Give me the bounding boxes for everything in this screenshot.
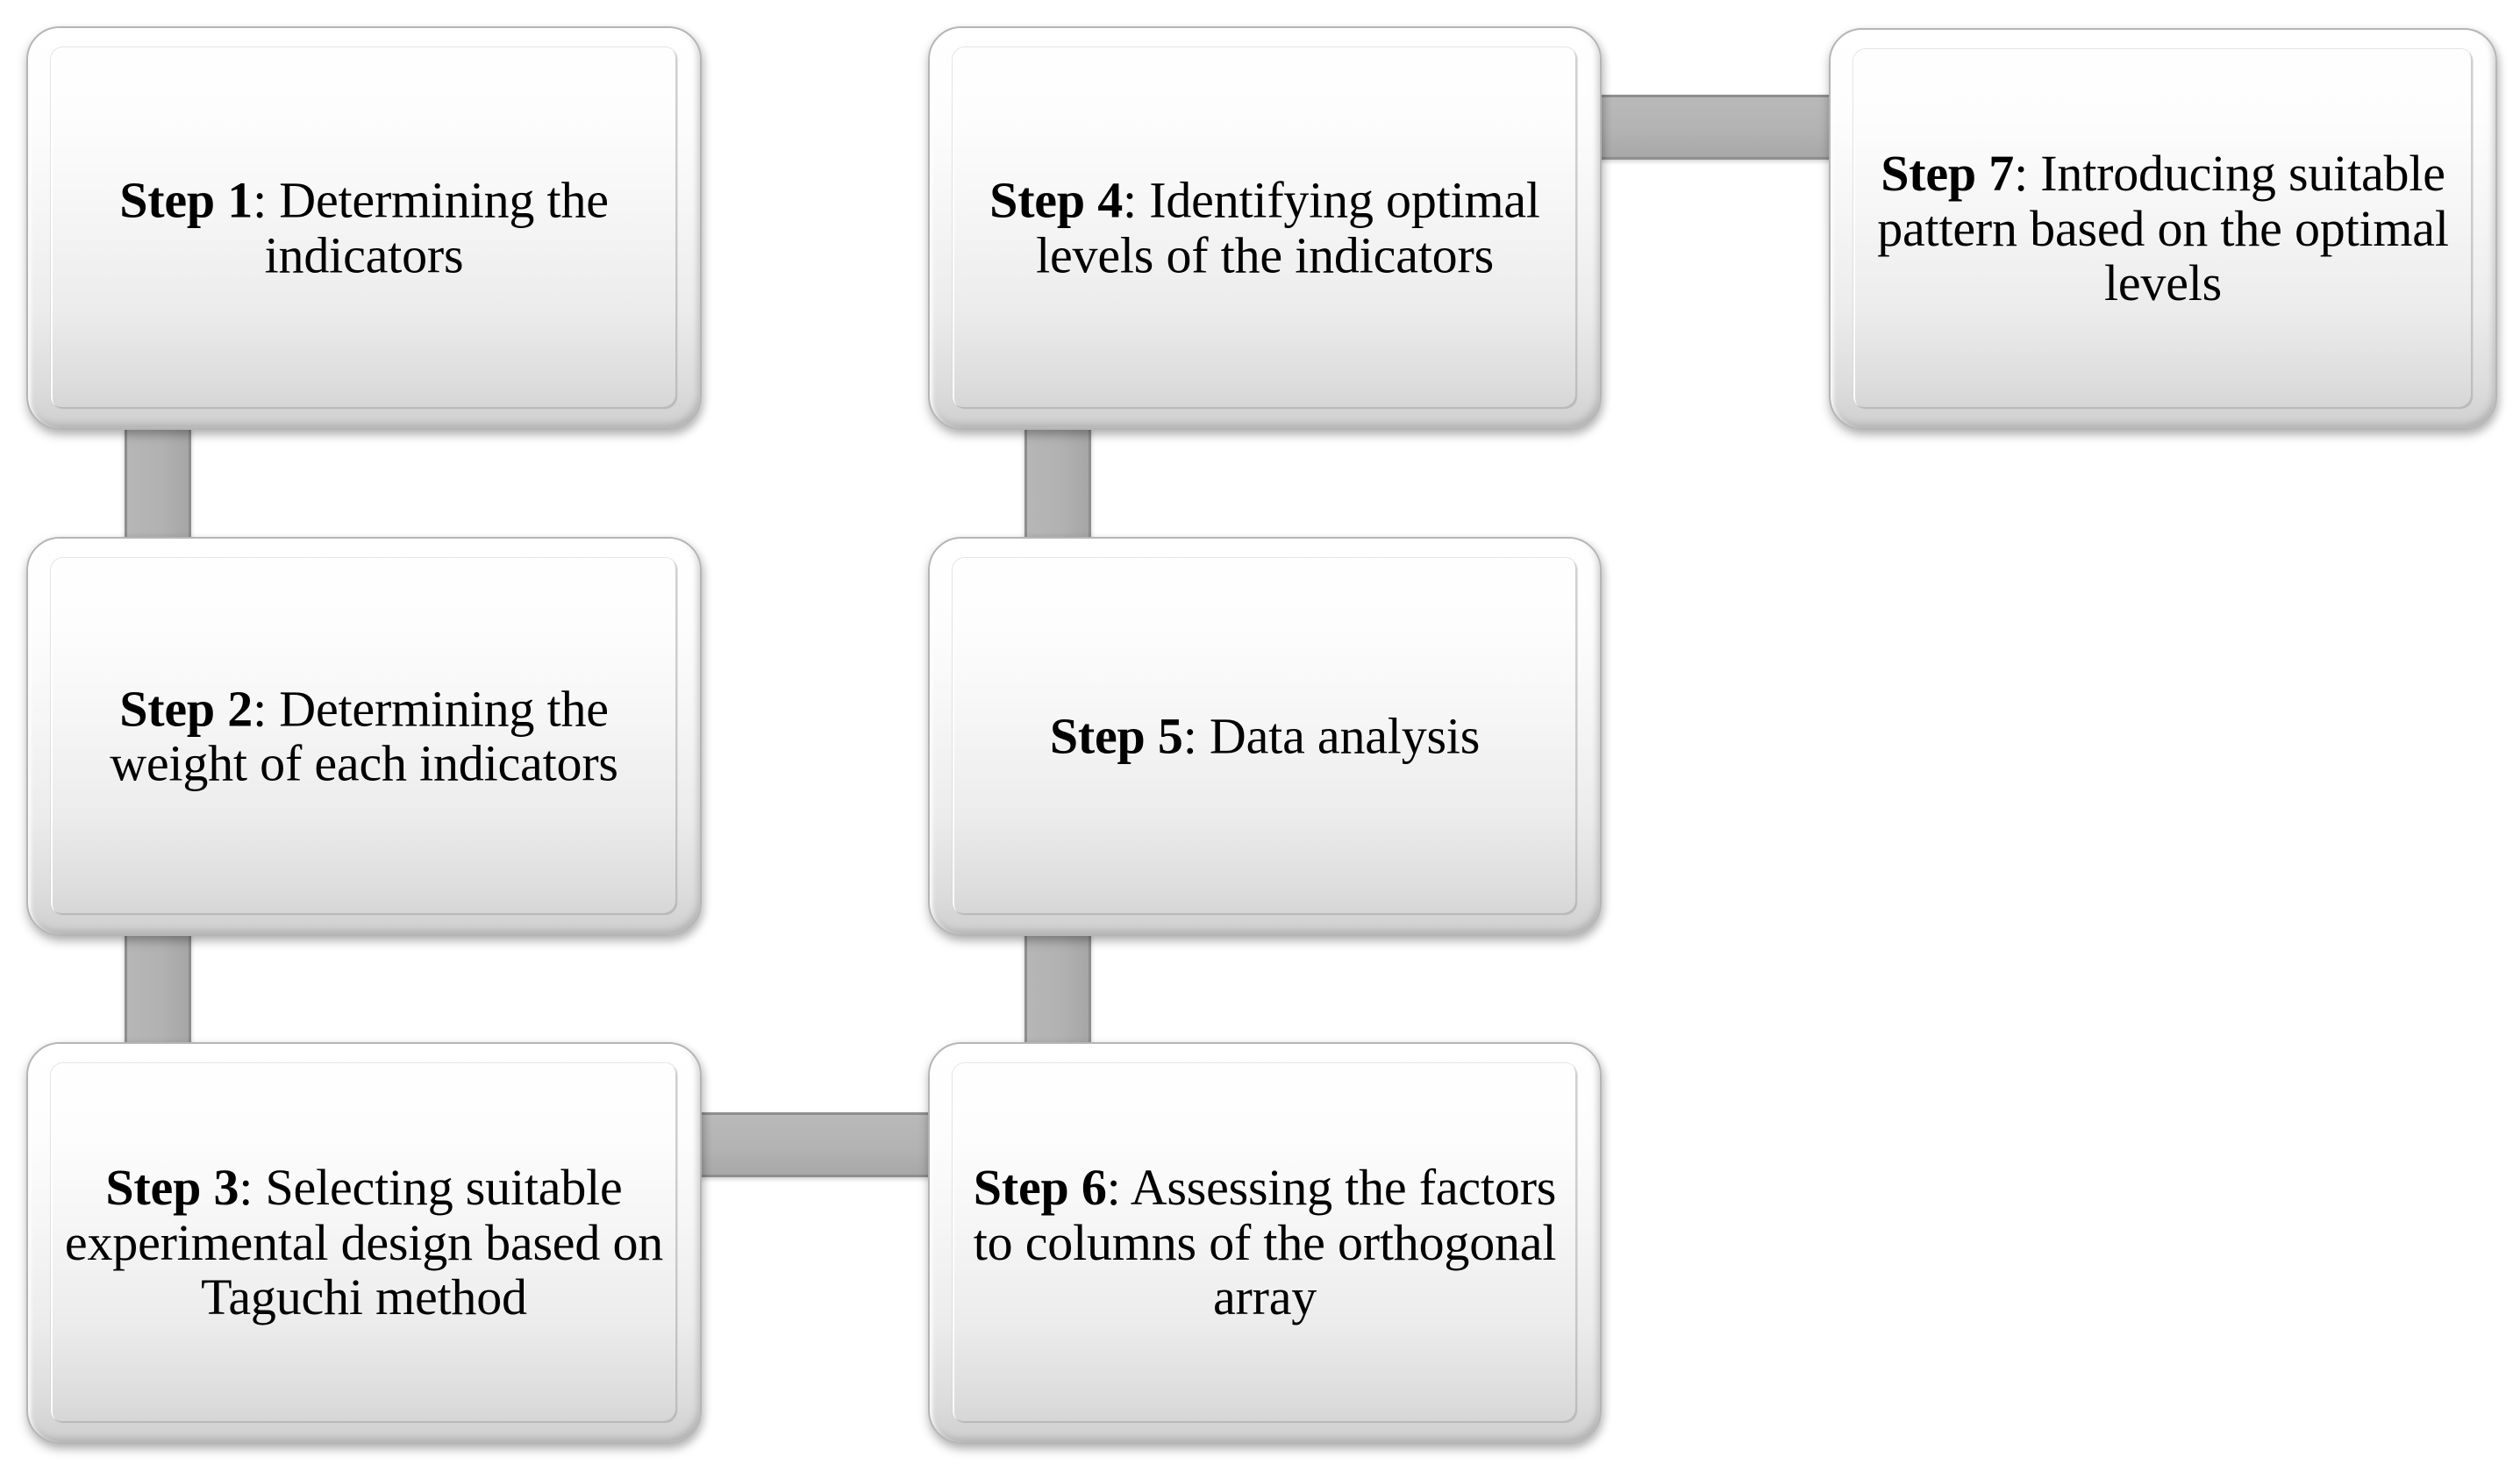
step-4-label: Step 4: Identifying optimal levels of th…	[965, 173, 1565, 282]
step-box-3[interactable]: Step 3: Selecting suitable experimental …	[26, 1042, 702, 1444]
step-3-label: Step 3: Selecting suitable experimental …	[63, 1159, 665, 1326]
step-box-6[interactable]: Step 6: Assessing the factors to columns…	[928, 1042, 1602, 1444]
step-6-text: Assessing the factors to columns of the …	[973, 1159, 1557, 1326]
step-2-label: Step 2: Determining the weight of each i…	[63, 679, 665, 792]
step-3-key: Step 3	[105, 1159, 239, 1217]
step-1-text: Determining the indicators	[264, 171, 609, 283]
connector-step2-step3	[125, 933, 191, 1046]
step-6-label: Step 6: Assessing the factors to columns…	[965, 1159, 1565, 1326]
step-box-7[interactable]: Step 7: Introducing suitable pattern bas…	[1829, 28, 2497, 430]
step-1-label: Step 1: Determining the indicators	[63, 173, 665, 282]
step-6-separator: :	[1106, 1159, 1131, 1217]
step-2-key: Step 2	[119, 679, 253, 737]
step-box-5[interactable]: Step 5: Data analysis	[928, 537, 1602, 936]
step-5-text: Data analysis	[1209, 707, 1481, 765]
step-7-text: Introducing suitable pattern based on th…	[1877, 145, 2449, 312]
connector-step5-step6	[1024, 933, 1091, 1046]
step-5-separator: :	[1182, 707, 1210, 765]
step-4-text: Identifying optimal levels of the indica…	[1036, 171, 1540, 283]
step-3-separator: :	[239, 1159, 266, 1217]
step-4-key: Step 4	[989, 171, 1124, 229]
connector-step3-step6	[693, 1112, 939, 1177]
connector-step4-step7	[1593, 95, 1840, 160]
step-4-separator: :	[1123, 171, 1150, 229]
step-box-4[interactable]: Step 4: Identifying optimal levels of th…	[928, 26, 1602, 430]
step-7-separator: :	[2014, 145, 2041, 203]
step-7-key: Step 7	[1881, 145, 2015, 203]
step-6-key: Step 6	[973, 1159, 1107, 1217]
step-5-key: Step 5	[1049, 707, 1183, 765]
step-box-1[interactable]: Step 1: Determining the indicators	[26, 26, 702, 430]
connector-step1-step2	[125, 428, 191, 540]
step-1-separator: :	[253, 171, 280, 229]
step-5-label: Step 5: Data analysis	[965, 707, 1565, 765]
step-7-label: Step 7: Introducing suitable pattern bas…	[1866, 146, 2460, 311]
step-box-2[interactable]: Step 2: Determining the weight of each i…	[26, 537, 702, 936]
step-1-key: Step 1	[119, 171, 253, 229]
step-2-separator: :	[253, 679, 280, 737]
step-2-text: Determining the weight of each indicator…	[110, 679, 618, 792]
connector-step4-step5	[1024, 428, 1091, 540]
step-3-text: Selecting suitable experimental design b…	[64, 1159, 664, 1326]
